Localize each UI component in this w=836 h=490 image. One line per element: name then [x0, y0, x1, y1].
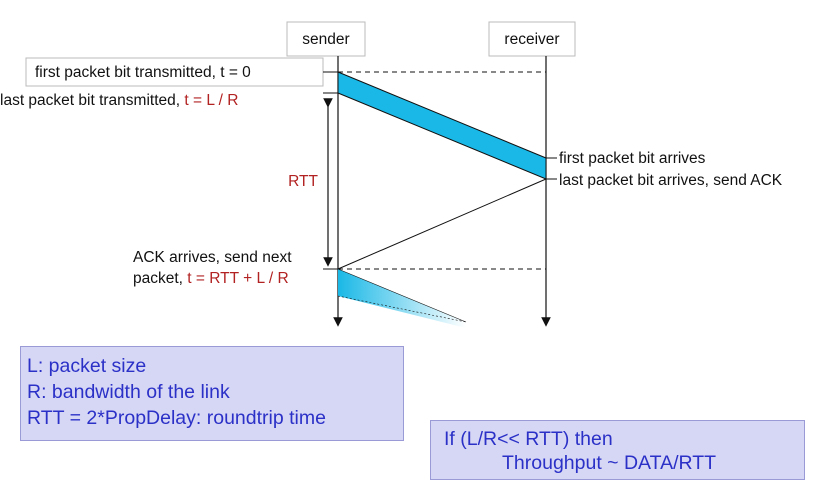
receiver-label: receiver	[504, 31, 559, 48]
throughput-condition: If (L/R<< RTT) then	[444, 428, 613, 450]
last-bit-arrives-label: last packet bit arrives, send ACK	[559, 172, 783, 189]
next-packet-bottom-edge	[337, 295, 467, 323]
ack-arrives-label-line1: ACK arrives, send next	[133, 249, 292, 266]
first-bit-transmitted-label: first packet bit transmitted, t = 0	[35, 64, 251, 81]
stop-and-wait-timing-diagram: sender receiver RTT first packet bit tra…	[0, 21, 783, 328]
legend-box: L: packet size R: bandwidth of the link …	[20, 346, 404, 441]
receiver-header-box	[488, 21, 576, 57]
packet-transmission-band	[337, 71, 547, 180]
next-packet-band	[338, 269, 466, 328]
throughput-box: If (L/R<< RTT) then Throughput ~ DATA/RT…	[430, 420, 805, 480]
legend-line-rtt: RTT = 2*PropDelay: roundtrip time	[27, 407, 326, 429]
next-packet-top-edge	[337, 268, 467, 323]
last-bit-transmitted-label: last packet bit transmitted, t = L / R	[0, 92, 239, 109]
ack-arrives-label-line2: packet, t = RTT + L / R	[133, 270, 289, 287]
throughput-formula: Throughput ~ DATA/RTT	[502, 452, 717, 474]
legend-line-l: L: packet size	[27, 355, 147, 377]
sender-label: sender	[302, 31, 349, 48]
first-bit-arrives-label: first packet bit arrives	[559, 150, 706, 167]
sender-header-box	[286, 21, 366, 57]
rtt-label: RTT	[288, 173, 318, 190]
legend-line-r: R: bandwidth of the link	[27, 381, 230, 403]
t0-label-box	[25, 57, 324, 87]
ack-line	[337, 178, 547, 270]
